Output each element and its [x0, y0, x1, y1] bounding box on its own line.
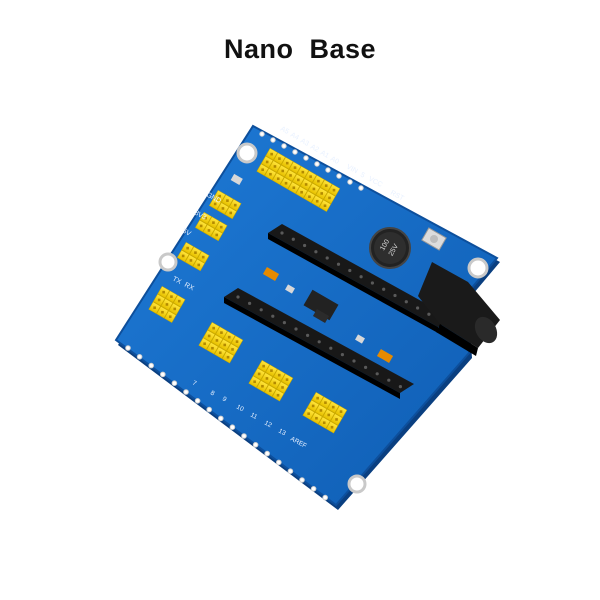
edge-hole	[310, 486, 317, 492]
edge-hole	[259, 131, 265, 137]
edge-hole	[281, 143, 287, 149]
pin-header-block	[302, 392, 348, 434]
socket-hole	[314, 250, 318, 254]
edge-hole	[264, 450, 271, 457]
socket-hole	[336, 262, 341, 266]
page-title: Nano Base	[223, 34, 377, 64]
edge-hole	[347, 179, 353, 185]
socket-hole	[271, 314, 275, 318]
pin-header-block	[195, 212, 228, 242]
socket-hole	[393, 293, 397, 298]
socket-hole	[259, 308, 263, 312]
silk-bottom-8: 8	[209, 390, 216, 398]
capacitor-value: 100	[379, 238, 391, 252]
edge-hole	[336, 173, 342, 179]
edge-hole	[148, 362, 154, 369]
socket-hole	[359, 275, 363, 279]
smd-components	[230, 173, 394, 363]
edge-hole	[292, 149, 298, 155]
silk-bottom-12: 12	[263, 420, 273, 430]
edge-hole	[299, 477, 305, 483]
silk-bottom-9: 9	[221, 396, 228, 404]
pin-header-block	[209, 190, 242, 220]
edge-hole	[270, 137, 276, 143]
pin-header-block	[148, 286, 186, 323]
edge-hole	[276, 459, 282, 466]
edge-hole	[171, 380, 178, 387]
silk-left-5v: 5V	[181, 228, 192, 238]
edge-hole	[136, 354, 143, 360]
silk-left-tx: TX	[171, 276, 182, 287]
edge-hole	[125, 345, 131, 351]
socket-hole	[236, 295, 240, 299]
pin-header-block	[256, 148, 341, 212]
edge-hole	[325, 167, 331, 173]
silk-left-rx: RX	[183, 282, 195, 293]
silk-bottom-11: 11	[249, 412, 259, 422]
socket-hole	[364, 365, 368, 369]
edge-hole	[252, 442, 259, 448]
socket-hole	[375, 372, 379, 376]
socket-hole	[248, 301, 252, 305]
socket-hole	[416, 306, 420, 310]
edge-hole	[160, 371, 166, 378]
silk-top-a5: A5	[279, 126, 290, 136]
socket-hole	[398, 385, 402, 389]
pin-header-block	[177, 242, 210, 272]
pin-header-block	[198, 322, 244, 364]
socket-hole	[348, 268, 352, 273]
socket-hole	[317, 340, 321, 344]
socket-hole	[370, 281, 374, 285]
silk-top-vin: VIN	[345, 164, 359, 176]
yellow-pin-headers	[148, 148, 348, 434]
silk-top-vcc: VCC	[367, 176, 383, 189]
mounting-holes	[158, 142, 489, 494]
silk-top-a0: A0	[329, 156, 340, 166]
edge-pin-holes	[125, 131, 364, 501]
silk-top-a2: A2	[309, 144, 320, 154]
silk-bottom-10: 10	[235, 404, 245, 414]
socket-hole	[387, 378, 391, 382]
silk-top-5: 5	[359, 172, 366, 180]
edge-hole	[358, 185, 364, 191]
socket-hole	[382, 287, 386, 291]
silk-bottom-13: 13	[277, 428, 287, 438]
socket-hole	[303, 243, 307, 248]
socket-hole	[291, 237, 295, 241]
edge-hole	[206, 406, 212, 413]
socket-hole	[325, 256, 329, 260]
reset-button	[421, 227, 447, 251]
edge-hole	[229, 424, 236, 431]
edge-hole	[241, 433, 247, 439]
socket-hole	[282, 321, 286, 325]
socket-hole	[427, 312, 431, 316]
capacitor: 100 25V	[369, 227, 411, 269]
socket-hole	[306, 333, 310, 337]
edge-hole	[194, 398, 201, 404]
socket-hole	[404, 300, 408, 304]
socket-hole	[352, 359, 356, 363]
edge-hole	[303, 155, 309, 161]
edge-hole	[287, 468, 294, 475]
silk-bottom-7: 7	[191, 380, 198, 388]
voltage-regulator	[303, 289, 339, 323]
pin-header-block	[248, 360, 294, 402]
silk-top-a3: A3	[299, 138, 310, 148]
edge-hole	[322, 494, 329, 501]
socket-hole	[294, 327, 298, 331]
silk-top-a1: A1	[319, 150, 330, 160]
socket-hole	[329, 346, 333, 350]
socket-hole	[280, 231, 284, 235]
silk-top-a4: A4	[289, 132, 300, 142]
edge-hole	[218, 415, 224, 422]
edge-hole	[314, 161, 320, 167]
socket-hole	[340, 353, 344, 357]
dc-barrel-jack	[418, 262, 500, 356]
edge-hole	[183, 389, 189, 395]
